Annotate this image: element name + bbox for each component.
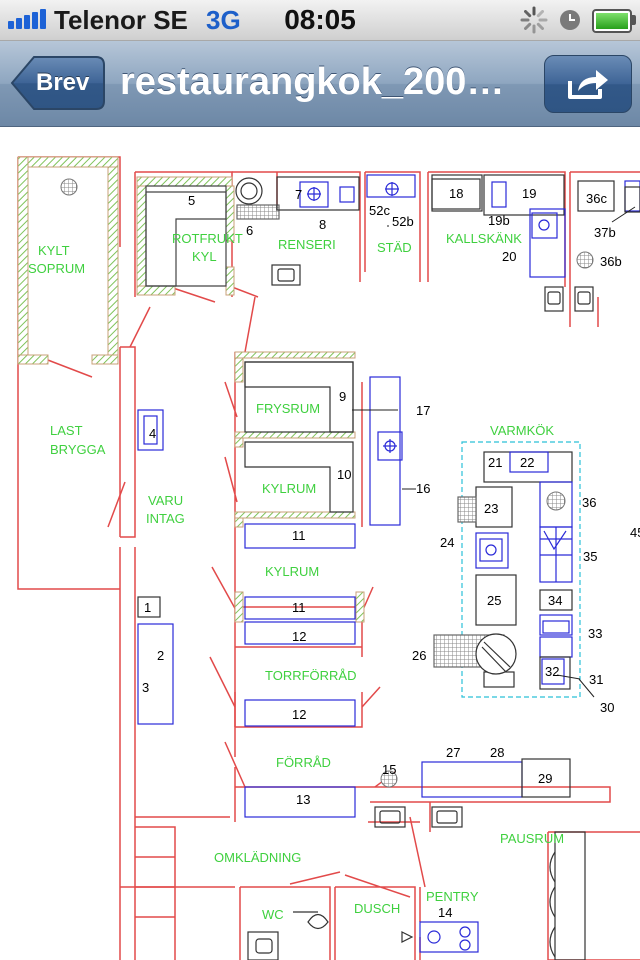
equipment-number: 24 <box>440 535 454 550</box>
equipment-number: 25 <box>487 593 501 608</box>
activity-spinner-icon <box>520 6 548 34</box>
equipment-number: 11 <box>292 600 306 615</box>
status-bar: Telenor SE 3G 08:05 <box>0 0 640 41</box>
navigation-bar: Brev restaurangkok_200… <box>0 41 640 127</box>
equipment-number: 45 <box>630 525 640 540</box>
equipment-number: 36b <box>600 254 622 269</box>
room-label: KYL <box>192 249 217 264</box>
equipment-number: 22 <box>520 455 534 470</box>
equipment-number: 19 <box>522 186 536 201</box>
equipment-number: 12 <box>292 707 306 722</box>
equipment-number: 52b <box>392 214 414 229</box>
equipment-number: 26 <box>412 648 426 663</box>
floor-plan: KYLT SOPRUM ROTFRUKT KYL RENSERI STÄD KA… <box>17 156 640 960</box>
equipment-number: 11 <box>292 528 306 543</box>
back-button[interactable]: Brev <box>10 55 106 111</box>
equipment-number: 52c <box>369 203 390 218</box>
room-label: VARU <box>148 493 183 508</box>
equipment-number: 4 <box>149 426 156 441</box>
room-label: STÄD <box>377 240 412 255</box>
equipment-number: 27 <box>446 745 460 760</box>
room-label: KYLT <box>38 243 70 258</box>
room-label: INTAG <box>146 511 185 526</box>
equipment-number: 19b <box>488 213 510 228</box>
equipment-number: 28 <box>490 745 504 760</box>
equipment-number: 35 <box>583 549 597 564</box>
room-label: KYLRUM <box>262 481 316 496</box>
back-button-label: Brev <box>36 69 90 96</box>
room-label: DUSCH <box>354 901 400 916</box>
status-time: 08:05 <box>284 4 356 35</box>
equipment-number: 17 <box>416 403 430 418</box>
room-label: KYLRUM <box>265 564 319 579</box>
page-title: restaurangkok_200… <box>120 61 505 103</box>
equipment-number: 7 <box>295 187 302 202</box>
equipment-number: 32 <box>545 664 559 679</box>
share-button[interactable] <box>544 55 632 113</box>
equipment-number: 23 <box>484 501 498 516</box>
equipment-number: 31 <box>589 672 603 687</box>
room-label: ROTFRUKT <box>172 231 243 246</box>
equipment-number: 6 <box>246 223 253 238</box>
equipment-number: 1 <box>144 600 151 615</box>
share-icon <box>568 70 608 99</box>
equipment-number: 29 <box>538 771 552 786</box>
equipment-number: 3 <box>142 680 149 695</box>
equipment-number: 14 <box>438 905 452 920</box>
equipment-number: 34 <box>548 593 562 608</box>
equipment-number: 10 <box>337 467 351 482</box>
equipment-number: 13 <box>296 792 310 807</box>
room-label: FRYSRUM <box>256 401 320 416</box>
room-label: SOPRUM <box>28 261 85 276</box>
equipment-number: 18 <box>449 186 463 201</box>
room-label: WC <box>262 907 284 922</box>
room-label: VARMKÖK <box>490 423 554 438</box>
equipment-number: 8 <box>319 217 326 232</box>
equipment-number: 36 <box>582 495 596 510</box>
room-label: OMKLÄDNING <box>214 850 301 865</box>
room-label: PAUSRUM <box>500 831 564 846</box>
equipment-number: 30 <box>600 700 614 715</box>
equipment-number: 12 <box>292 629 306 644</box>
document-viewer[interactable]: KYLT SOPRUM ROTFRUKT KYL RENSERI STÄD KA… <box>0 127 640 960</box>
room-label: RENSERI <box>278 237 336 252</box>
alarm-clock-icon <box>560 10 580 30</box>
equipment-number: 5 <box>188 193 195 208</box>
room-label: FÖRRÅD <box>276 755 331 770</box>
room-label: TORRFÖRRÅD <box>265 668 356 683</box>
equipment-number: 15 <box>382 762 396 777</box>
carrier-name: Telenor SE <box>54 5 188 35</box>
equipment-number: 20 <box>502 249 516 264</box>
equipment-number: 36c <box>586 191 607 206</box>
room-label: LAST <box>50 423 83 438</box>
equipment-number: 9 <box>339 389 346 404</box>
room-label: BRYGGA <box>50 442 106 457</box>
equipment-number: 2 <box>157 648 164 663</box>
network-type: 3G <box>206 5 241 35</box>
equipment-number: 16 <box>416 481 430 496</box>
room-label: PENTRY <box>426 889 479 904</box>
room-label: KALLSKÄNK <box>446 231 522 246</box>
equipment-number: 37b <box>594 225 616 240</box>
equipment-number: 33 <box>588 626 602 641</box>
equipment-number: 21 <box>488 455 502 470</box>
